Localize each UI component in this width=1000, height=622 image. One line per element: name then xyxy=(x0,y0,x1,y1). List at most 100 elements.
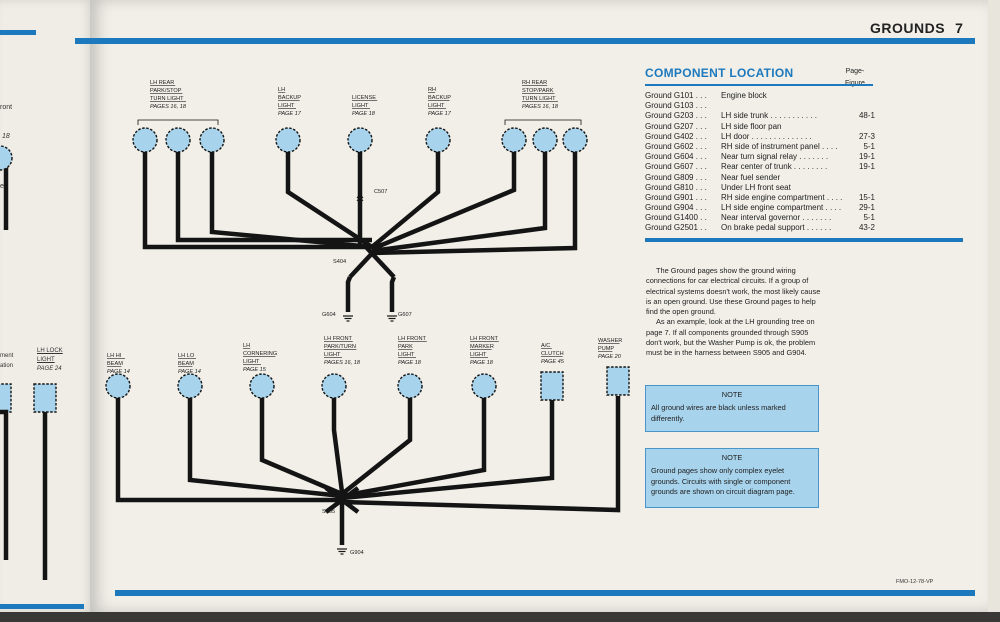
component-label: LH REAR xyxy=(150,80,174,86)
component-label: LH HI xyxy=(107,353,122,359)
ground-id: Ground G901 . . . xyxy=(645,192,707,202)
component-node xyxy=(275,127,301,153)
component-label: BEAM xyxy=(107,361,123,367)
wire xyxy=(331,396,345,493)
ground-label: G604 xyxy=(322,312,336,318)
component-node xyxy=(199,127,225,153)
page-title: GROUNDS xyxy=(870,20,946,36)
ground-location: Under LH front seat xyxy=(721,182,791,192)
panel-rule-bottom xyxy=(645,238,963,242)
ground-id: Ground G604 . . . xyxy=(645,152,707,162)
table-row: Ground G810 . . .Under LH front seat xyxy=(645,183,845,193)
connector-label: C507 xyxy=(374,189,387,195)
ground-location: Rear center of trunk . . . . . . . . xyxy=(721,162,828,172)
left-page-bottom-rule xyxy=(0,604,84,609)
table-row: Ground G402 . . .LH door . . . . . . . .… xyxy=(645,132,875,142)
component-page-ref: PAGE 15 xyxy=(243,367,267,373)
ground-figure: 48-1 xyxy=(858,111,875,121)
description-paragraph: The Ground pages show the ground wiring … xyxy=(646,266,821,317)
component-label: PUMP xyxy=(598,346,614,352)
component-label: LH FRONT xyxy=(398,336,427,342)
component-page-ref: PAGES 16, 18 xyxy=(324,360,361,366)
component-node xyxy=(471,373,497,399)
ground-id: Ground G1400 . . xyxy=(645,213,707,223)
table-row: Ground G207 . . . LH side floor pan xyxy=(645,122,845,132)
splice-label: S404 xyxy=(333,259,346,265)
ground-id: Ground G2501 . . xyxy=(645,223,707,233)
wire xyxy=(259,396,343,497)
ground-id: Ground G809 . . . xyxy=(645,172,707,182)
component-label: LIGHT xyxy=(470,352,487,358)
ground-figure: 19-1 xyxy=(858,152,875,162)
left-page-text: LIGHT xyxy=(37,357,55,363)
component-page-ref: PAGE 14 xyxy=(107,369,130,375)
page-figure-header: Page- Figure xyxy=(845,66,865,90)
ground-figure: 19-1 xyxy=(858,162,875,172)
component-label: LH LO xyxy=(178,353,195,359)
ground-id: Ground G207 . . . xyxy=(645,121,707,131)
component-label: CLUTCH xyxy=(541,351,564,357)
component-page-ref: PAGE 18 xyxy=(398,360,422,366)
ground-label: G607 xyxy=(398,312,412,318)
ground-location: Engine block xyxy=(721,91,767,100)
component-node xyxy=(532,127,558,153)
component-page-ref: PAGE 18 xyxy=(470,360,494,366)
ground-id: Ground G602 . . . xyxy=(645,141,707,151)
component-node xyxy=(105,373,131,399)
component-node xyxy=(540,371,564,401)
wire xyxy=(142,150,372,250)
panel-rule-top xyxy=(645,84,873,86)
component-page-ref: PAGE 17 xyxy=(428,111,452,117)
component-page-ref: PAGE 14 xyxy=(178,369,201,375)
ground-label: G904 xyxy=(350,550,364,556)
ground-id: Ground G103 . . . xyxy=(645,101,707,111)
ground-figure: 5-1 xyxy=(863,141,875,151)
component-node xyxy=(0,383,12,413)
component-label: CORNERING xyxy=(243,351,277,357)
ground-location: LH side floor pan xyxy=(721,121,782,131)
ground-figure: 29-1 xyxy=(858,203,875,213)
component-node xyxy=(0,145,13,171)
ground-location: Near turn signal relay . . . . . . . xyxy=(721,152,829,162)
component-node xyxy=(606,366,630,396)
wire xyxy=(389,276,397,312)
component-label: PARK/TURN xyxy=(324,344,356,350)
wire xyxy=(341,396,555,501)
component-label: TURN LIGHT xyxy=(150,96,184,102)
component-label: LIGHT xyxy=(324,352,341,358)
component-location-title: COMPONENT LOCATION xyxy=(645,66,794,80)
note-box: NOTE Ground pages show only complex eyel… xyxy=(645,448,819,508)
left-page: ront 18 er ment ation LH LOCK LIGHT PAGE… xyxy=(0,0,97,612)
ground-id: Ground G203 . . . xyxy=(645,111,707,121)
page-number: 7 xyxy=(955,20,964,36)
component-label: RH REAR xyxy=(522,80,547,86)
table-row: Ground G203 . . .LH side trunk . . . . .… xyxy=(645,111,875,121)
table-row: Ground G607 . . .Rear center of trunk . … xyxy=(645,162,875,172)
wire xyxy=(370,150,441,249)
component-label: LIGHT xyxy=(278,103,295,109)
figure-label: Figure xyxy=(845,78,865,90)
component-label: LIGHT xyxy=(352,103,369,109)
component-label: LICENSE xyxy=(352,95,376,101)
table-row: Ground G101 . . .Engine block xyxy=(645,91,845,101)
ground-location: RH side engine compartment . . . . xyxy=(721,192,843,202)
bottom-rule xyxy=(115,590,975,596)
component-label: LH xyxy=(243,343,250,349)
component-label: LIGHT xyxy=(243,359,260,365)
ground-figure: 43-2 xyxy=(858,223,875,233)
component-label: A/C xyxy=(541,343,550,349)
component-page-ref: PAGES 16, 18 xyxy=(522,104,559,110)
table-row: Ground G604 . . . Near turn signal relay … xyxy=(645,152,875,162)
wire xyxy=(285,150,374,249)
component-page-ref: PAGE 20 xyxy=(598,354,622,360)
table-row: Ground G904 . . .LH side engine compartm… xyxy=(645,203,875,213)
component-label: LIGHT xyxy=(428,103,445,109)
component-label: PARK xyxy=(398,344,413,350)
wire xyxy=(348,245,380,279)
left-page-text: 18 xyxy=(2,133,10,140)
description-paragraph: As an example, look at the LH grounding … xyxy=(646,317,816,358)
table-row: Ground G809 . . .Near fuel sender xyxy=(645,173,845,183)
component-node xyxy=(562,127,588,153)
left-page-text: ront xyxy=(0,104,13,111)
